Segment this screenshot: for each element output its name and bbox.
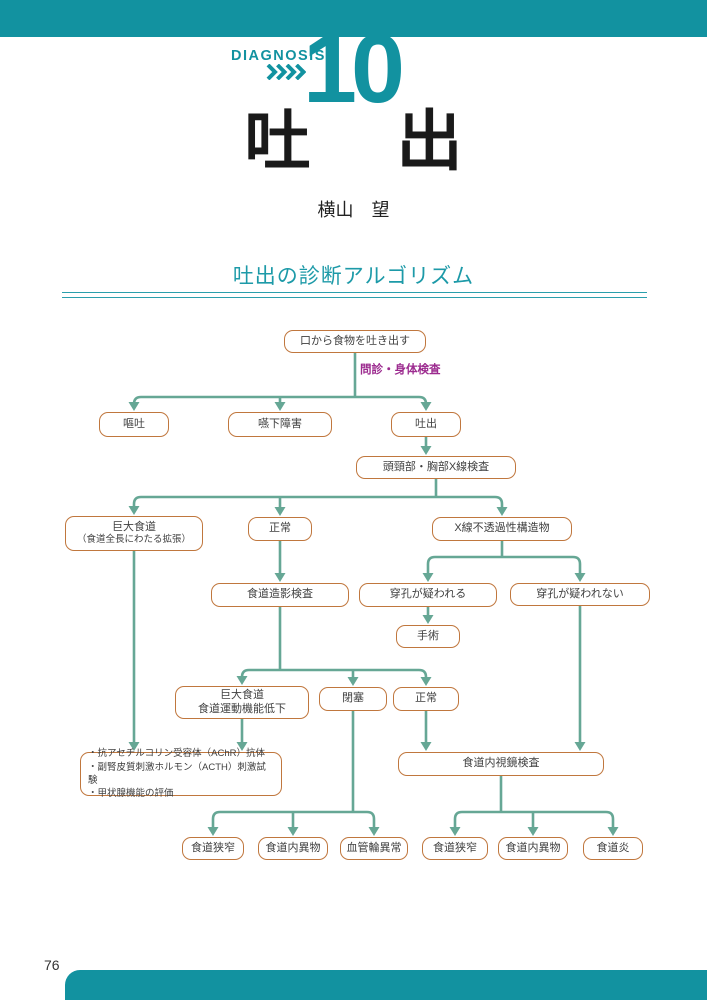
series-label: DIAGNOSIS (231, 48, 326, 64)
node-esophagitis: 食道炎 (583, 837, 643, 860)
chevrons-icon (266, 64, 306, 80)
node-megaesophagus-motility-line1: 巨大食道 (220, 689, 264, 702)
node-normal-xray: 正常 (248, 517, 312, 541)
node-esophagram: 食道造影検査 (211, 583, 349, 607)
node-megaesophagus-motility-line2: 食道運動機能低下 (198, 702, 286, 715)
node-perforation-not-suspected: 穿孔が疑われない (510, 583, 650, 606)
node-stricture-right: 食道狭窄 (422, 837, 488, 860)
node-radiopaque-structure: X線不透過性構造物 (432, 517, 572, 541)
lab-test-item-2: ・副腎皮質刺激ホルモン（ACTH）刺激試験 (88, 761, 266, 786)
node-megaesophagus-motility: 巨大食道 食道運動機能低下 (175, 686, 309, 719)
node-regurgitation: 吐出 (391, 412, 461, 437)
node-normal-contrast: 正常 (393, 687, 459, 711)
section-divider (62, 292, 647, 298)
node-start-symptom: 口から食物を吐き出す (284, 330, 426, 353)
node-obstruction: 閉塞 (319, 687, 387, 711)
node-foreign-body-right: 食道内異物 (498, 837, 568, 860)
node-stricture-left: 食道狭窄 (182, 837, 244, 860)
title-char-right: 出 (396, 104, 463, 178)
node-endoscopy: 食道内視鏡検査 (398, 752, 604, 776)
title-char-left: 吐 (244, 104, 311, 178)
page-title: 吐 出 (0, 104, 707, 180)
top-teal-bar (0, 0, 707, 37)
lab-test-item-3: ・甲状腺機能の評価 (88, 788, 174, 800)
bottom-teal-bar (65, 970, 707, 1000)
node-megaesophagus-line2: （食道全長にわたる拡張） (76, 534, 191, 546)
node-surgery: 手術 (396, 625, 460, 648)
node-megaesophagus: 巨大食道 （食道全長にわたる拡張） (65, 516, 203, 551)
node-perforation-suspected: 穿孔が疑われる (359, 583, 497, 607)
author-name: 横山 望 (317, 200, 390, 220)
node-megaesophagus-line1: 巨大食道 (112, 521, 156, 534)
chapter-number: 10 (303, 14, 405, 123)
node-dysphagia: 嚥下障害 (228, 412, 332, 437)
node-foreign-body-left: 食道内異物 (258, 837, 328, 860)
node-lab-tests: ・抗アセチルコリン受容体（AChR）抗体 ・副腎皮質刺激ホルモン（ACTH）刺激… (80, 748, 282, 799)
node-xray-exam: 頭頸部・胸部X線検査 (356, 456, 516, 479)
lab-test-item-1: ・抗アセチルコリン受容体（AChR）抗体 (88, 748, 265, 760)
page-number: 76 (44, 957, 60, 973)
node-vomiting: 嘔吐 (99, 412, 169, 437)
exam-annotation: 問診・身体検査 (360, 364, 441, 376)
node-vascular-ring: 血管輪異常 (340, 837, 408, 860)
section-heading: 吐出の診断アルゴリズム (232, 265, 475, 288)
